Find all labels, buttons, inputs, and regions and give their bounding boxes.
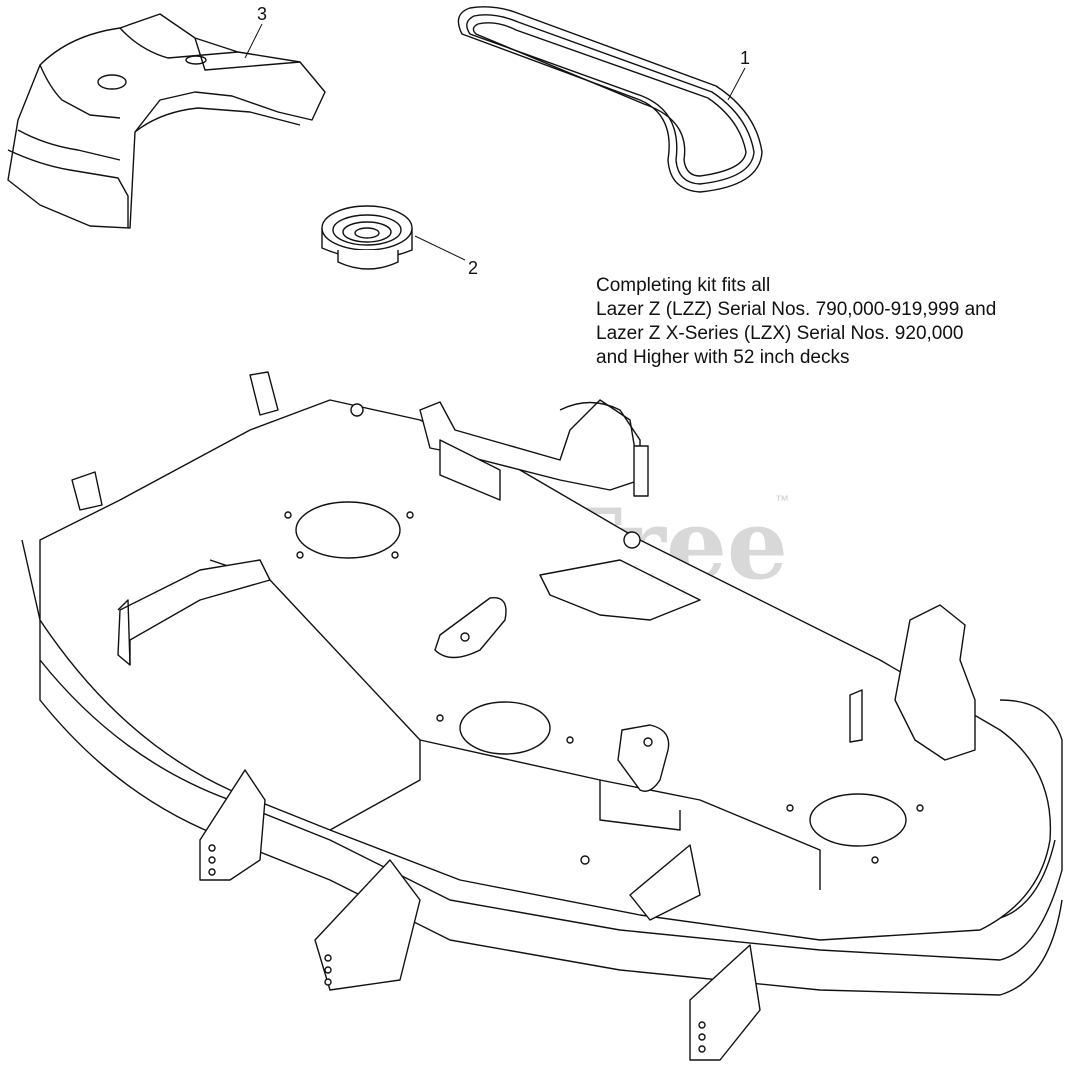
note-line-4: and Higher with 52 inch decks <box>596 347 850 368</box>
belt-cover-part <box>8 14 325 228</box>
idler-pulley-part <box>322 206 412 269</box>
belt-part <box>458 7 762 192</box>
callout-3: 3 <box>245 4 267 58</box>
note-line-1: Completing kit fits all <box>596 275 771 296</box>
callout-1-number: 1 <box>740 48 750 68</box>
callout-3-number: 3 <box>257 4 267 24</box>
watermark-trademark: ™ <box>775 492 789 508</box>
callout-2-number: 2 <box>468 258 478 278</box>
callout-2: 2 <box>415 236 478 278</box>
note-line-3: Lazer Z X-Series (LZX) Serial Nos. 920,0… <box>596 323 964 344</box>
callout-1: 1 <box>728 48 750 100</box>
mower-deck <box>22 372 1062 1060</box>
note-line-2: Lazer Z (LZZ) Serial Nos. 790,000-919,99… <box>596 299 997 320</box>
compatibility-note: Completing kit fits all Lazer Z (LZZ) Se… <box>596 274 996 370</box>
